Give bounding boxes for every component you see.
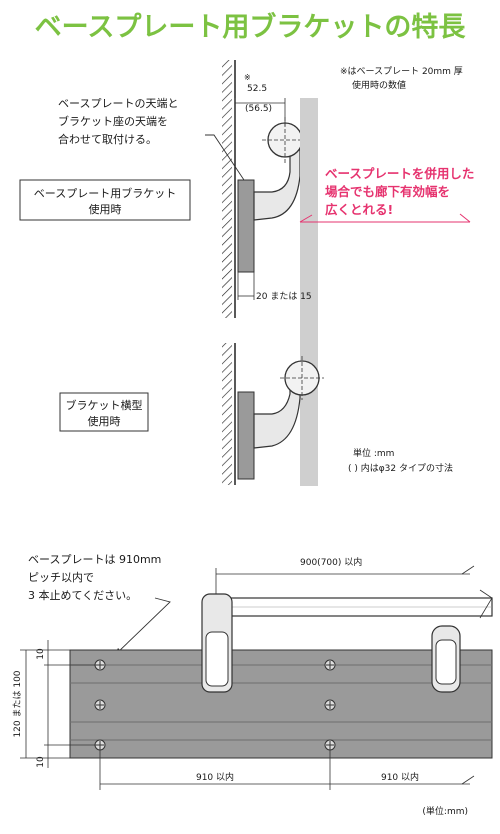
instruction-line-3: 合わせて取付ける。 [58, 132, 157, 146]
dim-asterisk: ※ [244, 73, 251, 82]
label-a-line-2: 使用時 [89, 203, 122, 216]
base-plate-a [237, 179, 255, 273]
wall-a [222, 60, 236, 318]
dim-span-2: 910 以内 [381, 771, 419, 783]
label-b-line-1: ブラケット横型 [66, 398, 143, 412]
dim-gap: 20 または 15 [256, 291, 312, 302]
highlight-line-3: 広くとれる! [325, 202, 393, 217]
dim-left-bottom: 10 [36, 756, 46, 768]
asterisk-note-line-2: 使用時の数値 [352, 79, 406, 91]
callout-leader [115, 597, 171, 655]
highlight-line-2: 場合でも廊下有効幅を [325, 184, 450, 199]
highlight-arrow [299, 213, 471, 223]
label-b-line-2: 使用時 [88, 415, 121, 428]
label-box-a [19, 179, 191, 221]
bracket-front-2 [431, 625, 461, 693]
handrail-section-a [267, 122, 303, 158]
label-a-line-1: ベースプレート用ブラケット [34, 186, 176, 200]
screw-icon [324, 659, 336, 671]
bracket-front-1 [201, 593, 233, 693]
callout-line-1: ベースプレートは 910mm [28, 553, 161, 566]
page-title: ベースプレート用ブラケットの特長 [35, 11, 467, 43]
callout-line-3: 3 本止めてください。 [28, 588, 137, 602]
label-box-b [59, 392, 149, 432]
callout-line-2: ピッチ以内で [28, 570, 94, 584]
wall-b [222, 343, 236, 485]
base-plate-strip [69, 649, 493, 759]
left-dimensions [20, 640, 100, 768]
unit-note: 単位 :mm [353, 447, 394, 459]
dim-left-top: 10 [36, 648, 46, 660]
paren-note: ( ) 内はφ32 タイプの寸法 [348, 462, 453, 474]
screw-icon [94, 699, 106, 711]
unit-label: (単位:mm) [422, 805, 468, 817]
dim-top: 900(700) 以内 [300, 556, 362, 568]
dim-56-5: (56.5) [245, 104, 272, 114]
highlight-line-1: ベースプレートを併用した [325, 166, 474, 181]
bracket-a [253, 149, 301, 221]
dim-52-5: 52.5 [247, 84, 267, 94]
dim-left-total: 120 または 100 [12, 670, 23, 737]
bottom-dimensions [99, 745, 475, 790]
dim-span-1: 910 以内 [196, 771, 234, 783]
instruction-leader [205, 134, 245, 181]
instruction-line-1: ベースプレートの天端と [58, 97, 178, 110]
screw-icon-group [94, 659, 336, 751]
base-plate-b [237, 391, 255, 480]
instruction-line-2: ブラケット座の天端を [58, 114, 168, 128]
screw-icon [324, 699, 336, 711]
asterisk-note-line-1: ※はベースプレート 20mm 厚 [340, 66, 463, 77]
